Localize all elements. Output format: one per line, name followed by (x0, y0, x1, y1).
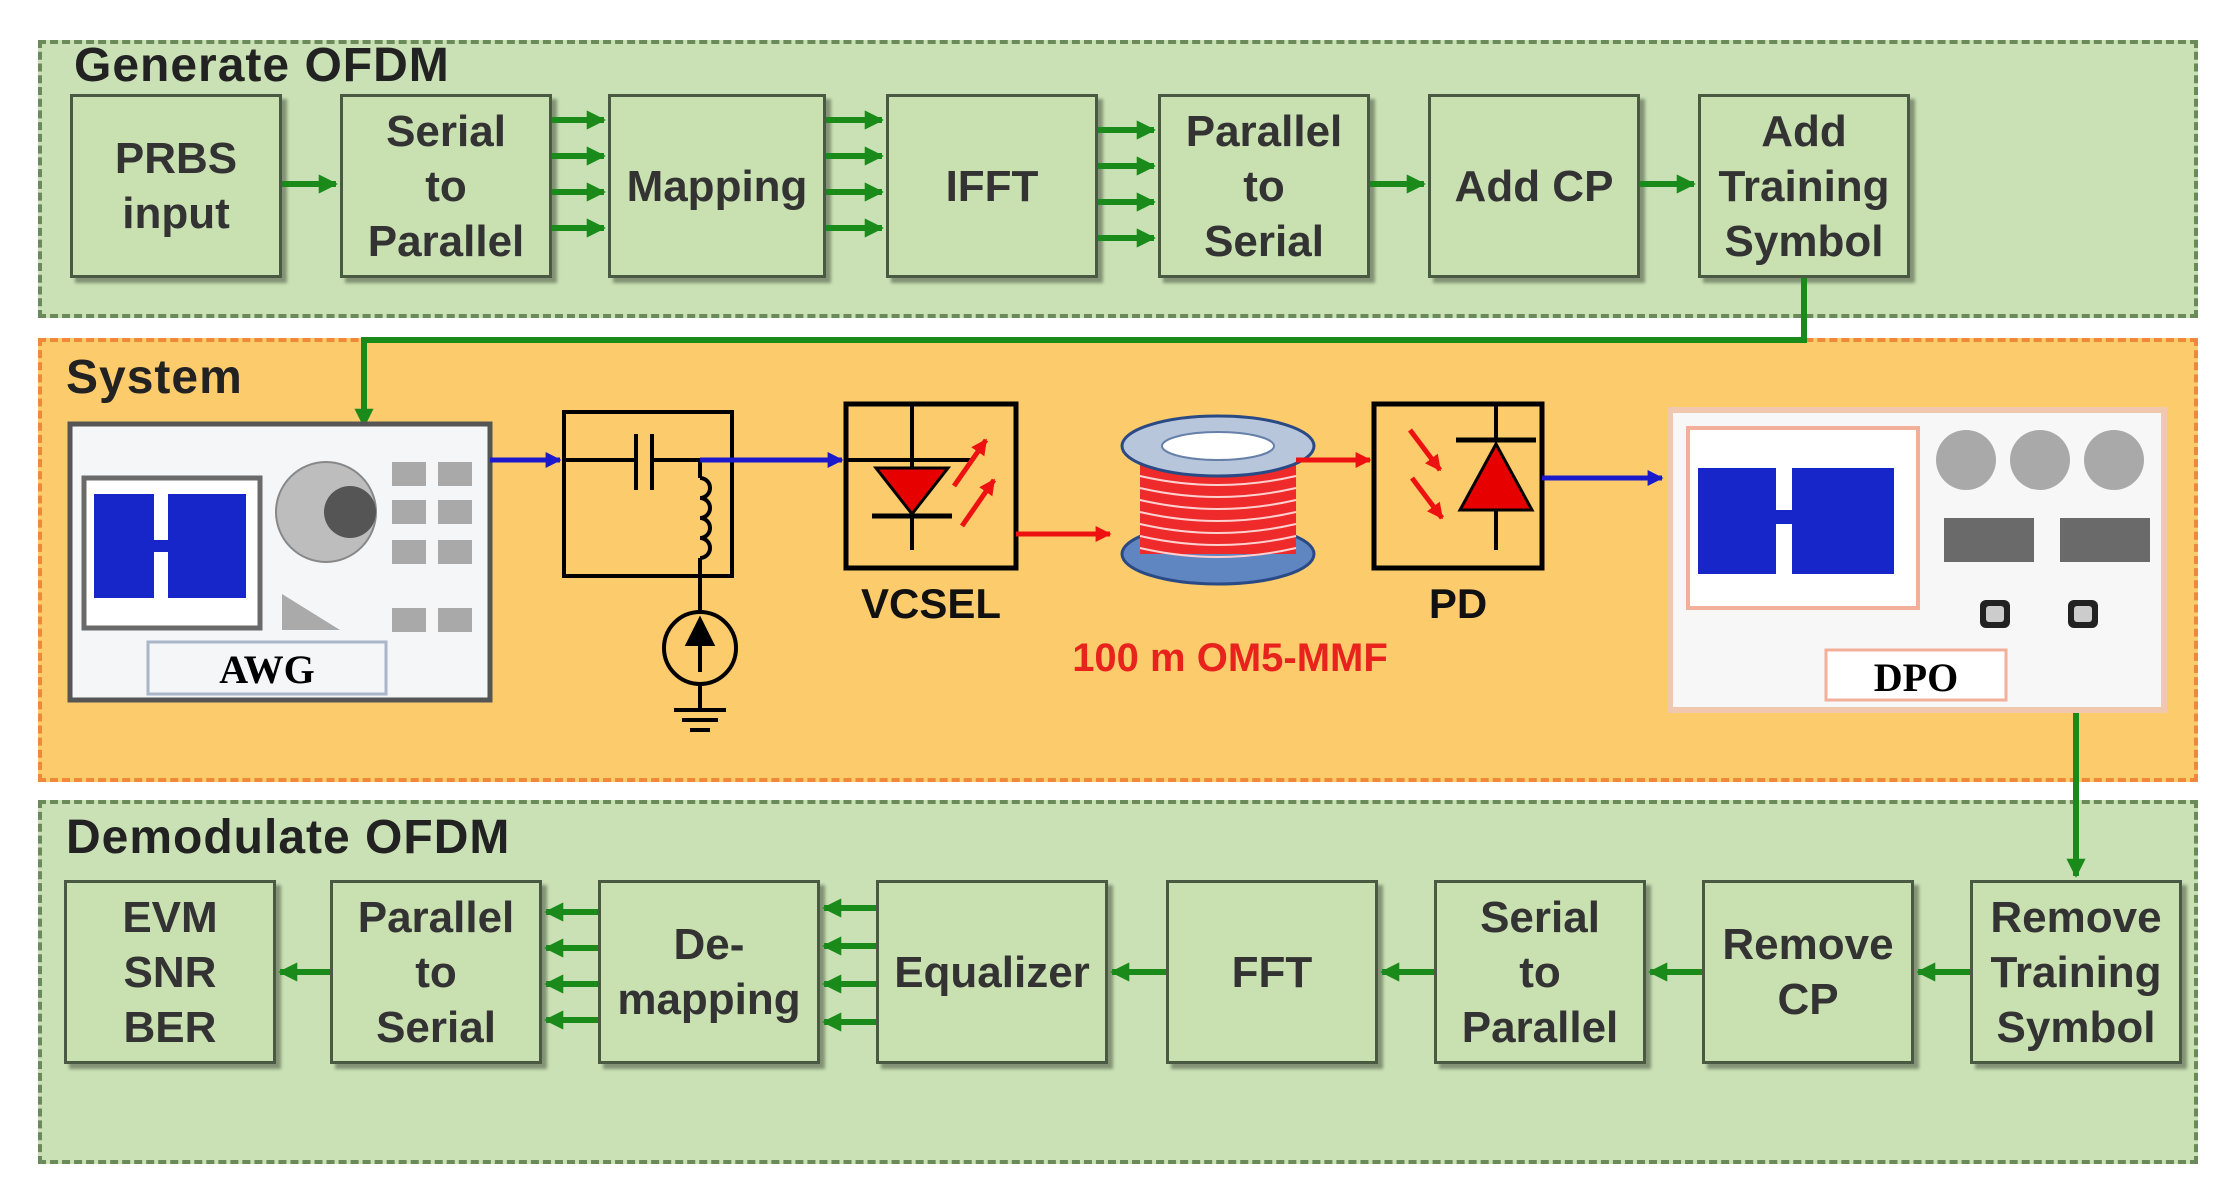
equalizer-block: Equalizer (876, 880, 1108, 1064)
add-cp-block: Add CP (1428, 94, 1640, 278)
demapping-block: De- mapping (598, 880, 820, 1064)
dpo-instrument (1667, 407, 2167, 713)
bias-tee (562, 410, 734, 578)
generate-ofdm-title: Generate OFDM (74, 39, 450, 92)
current-source (662, 576, 738, 732)
prbs-input-block: PRBS input (70, 94, 282, 278)
ifft-block: IFFT (886, 94, 1098, 278)
add-training-symbol-block: Add Training Symbol (1698, 94, 1910, 278)
parallel-to-serial-block: Parallel to Serial (1158, 94, 1370, 278)
vcsel-symbol (843, 401, 1019, 571)
mapping-block: Mapping (608, 94, 826, 278)
tx-arrows (282, 110, 1696, 248)
demodulate-ofdm-title: Demodulate OFDM (66, 811, 511, 864)
serial-to-parallel-block: Serial to Parallel (340, 94, 552, 278)
remove-cp-block: Remove CP (1702, 880, 1914, 1064)
fiber-label: 100 m OM5-MMF (1072, 636, 1388, 680)
pd-label: PD (1428, 580, 1488, 627)
pd-symbol (1371, 401, 1545, 571)
evm-snr-ber-block: EVM SNR BER (64, 880, 276, 1064)
vcsel-label: VCSEL (860, 580, 1002, 627)
fft-block: FFT (1166, 880, 1378, 1064)
dpo-label: DPO (1873, 655, 1959, 700)
parallel-to-serial-rx-block: Parallel to Serial (330, 880, 542, 1064)
fiber-spool (1120, 414, 1316, 586)
rx-arrows (278, 898, 1970, 1032)
tx-to-awg-connector (354, 278, 1807, 428)
system-title: System (66, 351, 243, 404)
awg-instrument (67, 421, 493, 703)
awg-label: AWG (219, 647, 315, 692)
remove-training-symbol-block: Remove Training Symbol (1970, 880, 2182, 1064)
serial-to-parallel-rx-block: Serial to Parallel (1434, 880, 1646, 1064)
